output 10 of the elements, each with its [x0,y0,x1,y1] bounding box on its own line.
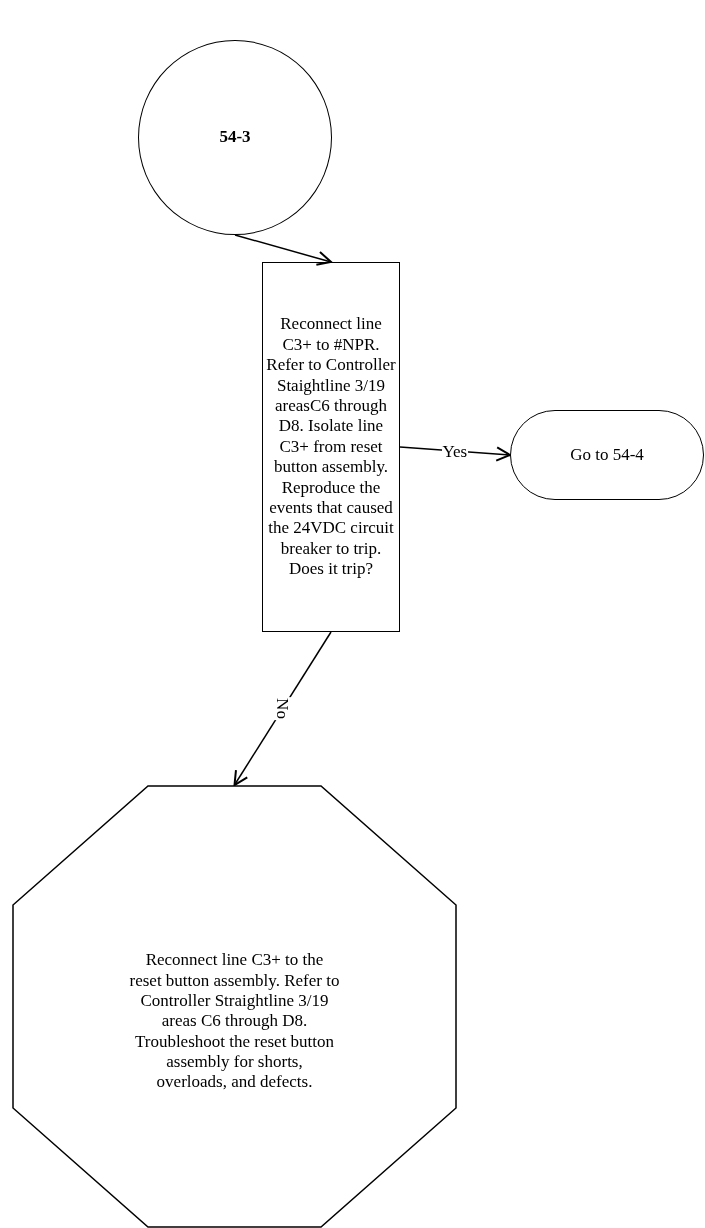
connector-circle [138,40,332,235]
octagon-shape [12,785,457,1228]
node-text: Reconnect line C3+ to the reset button assembly. Refer to Controller Straightline 3/19 areas C6 through D8. Troubleshoot the reset button assembly for shorts, overloads, and defects. [129,950,340,1093]
process-box [262,262,400,632]
edge-label: No [274,697,292,720]
arrow [234,234,332,266]
node-text: Reconnect line C3+ to #NPR. Refer to Controller Staightline 3/19 areasC6 through D8. Isolate line C3+ from reset button assembly. Reproduce the events that caused the 24VDC circuit breaker to trip. Does it trip? [265,314,397,580]
arrow [233,631,332,786]
node-text: Go to 54-4 [569,444,645,466]
connector-label: 54-3 [218,127,252,148]
